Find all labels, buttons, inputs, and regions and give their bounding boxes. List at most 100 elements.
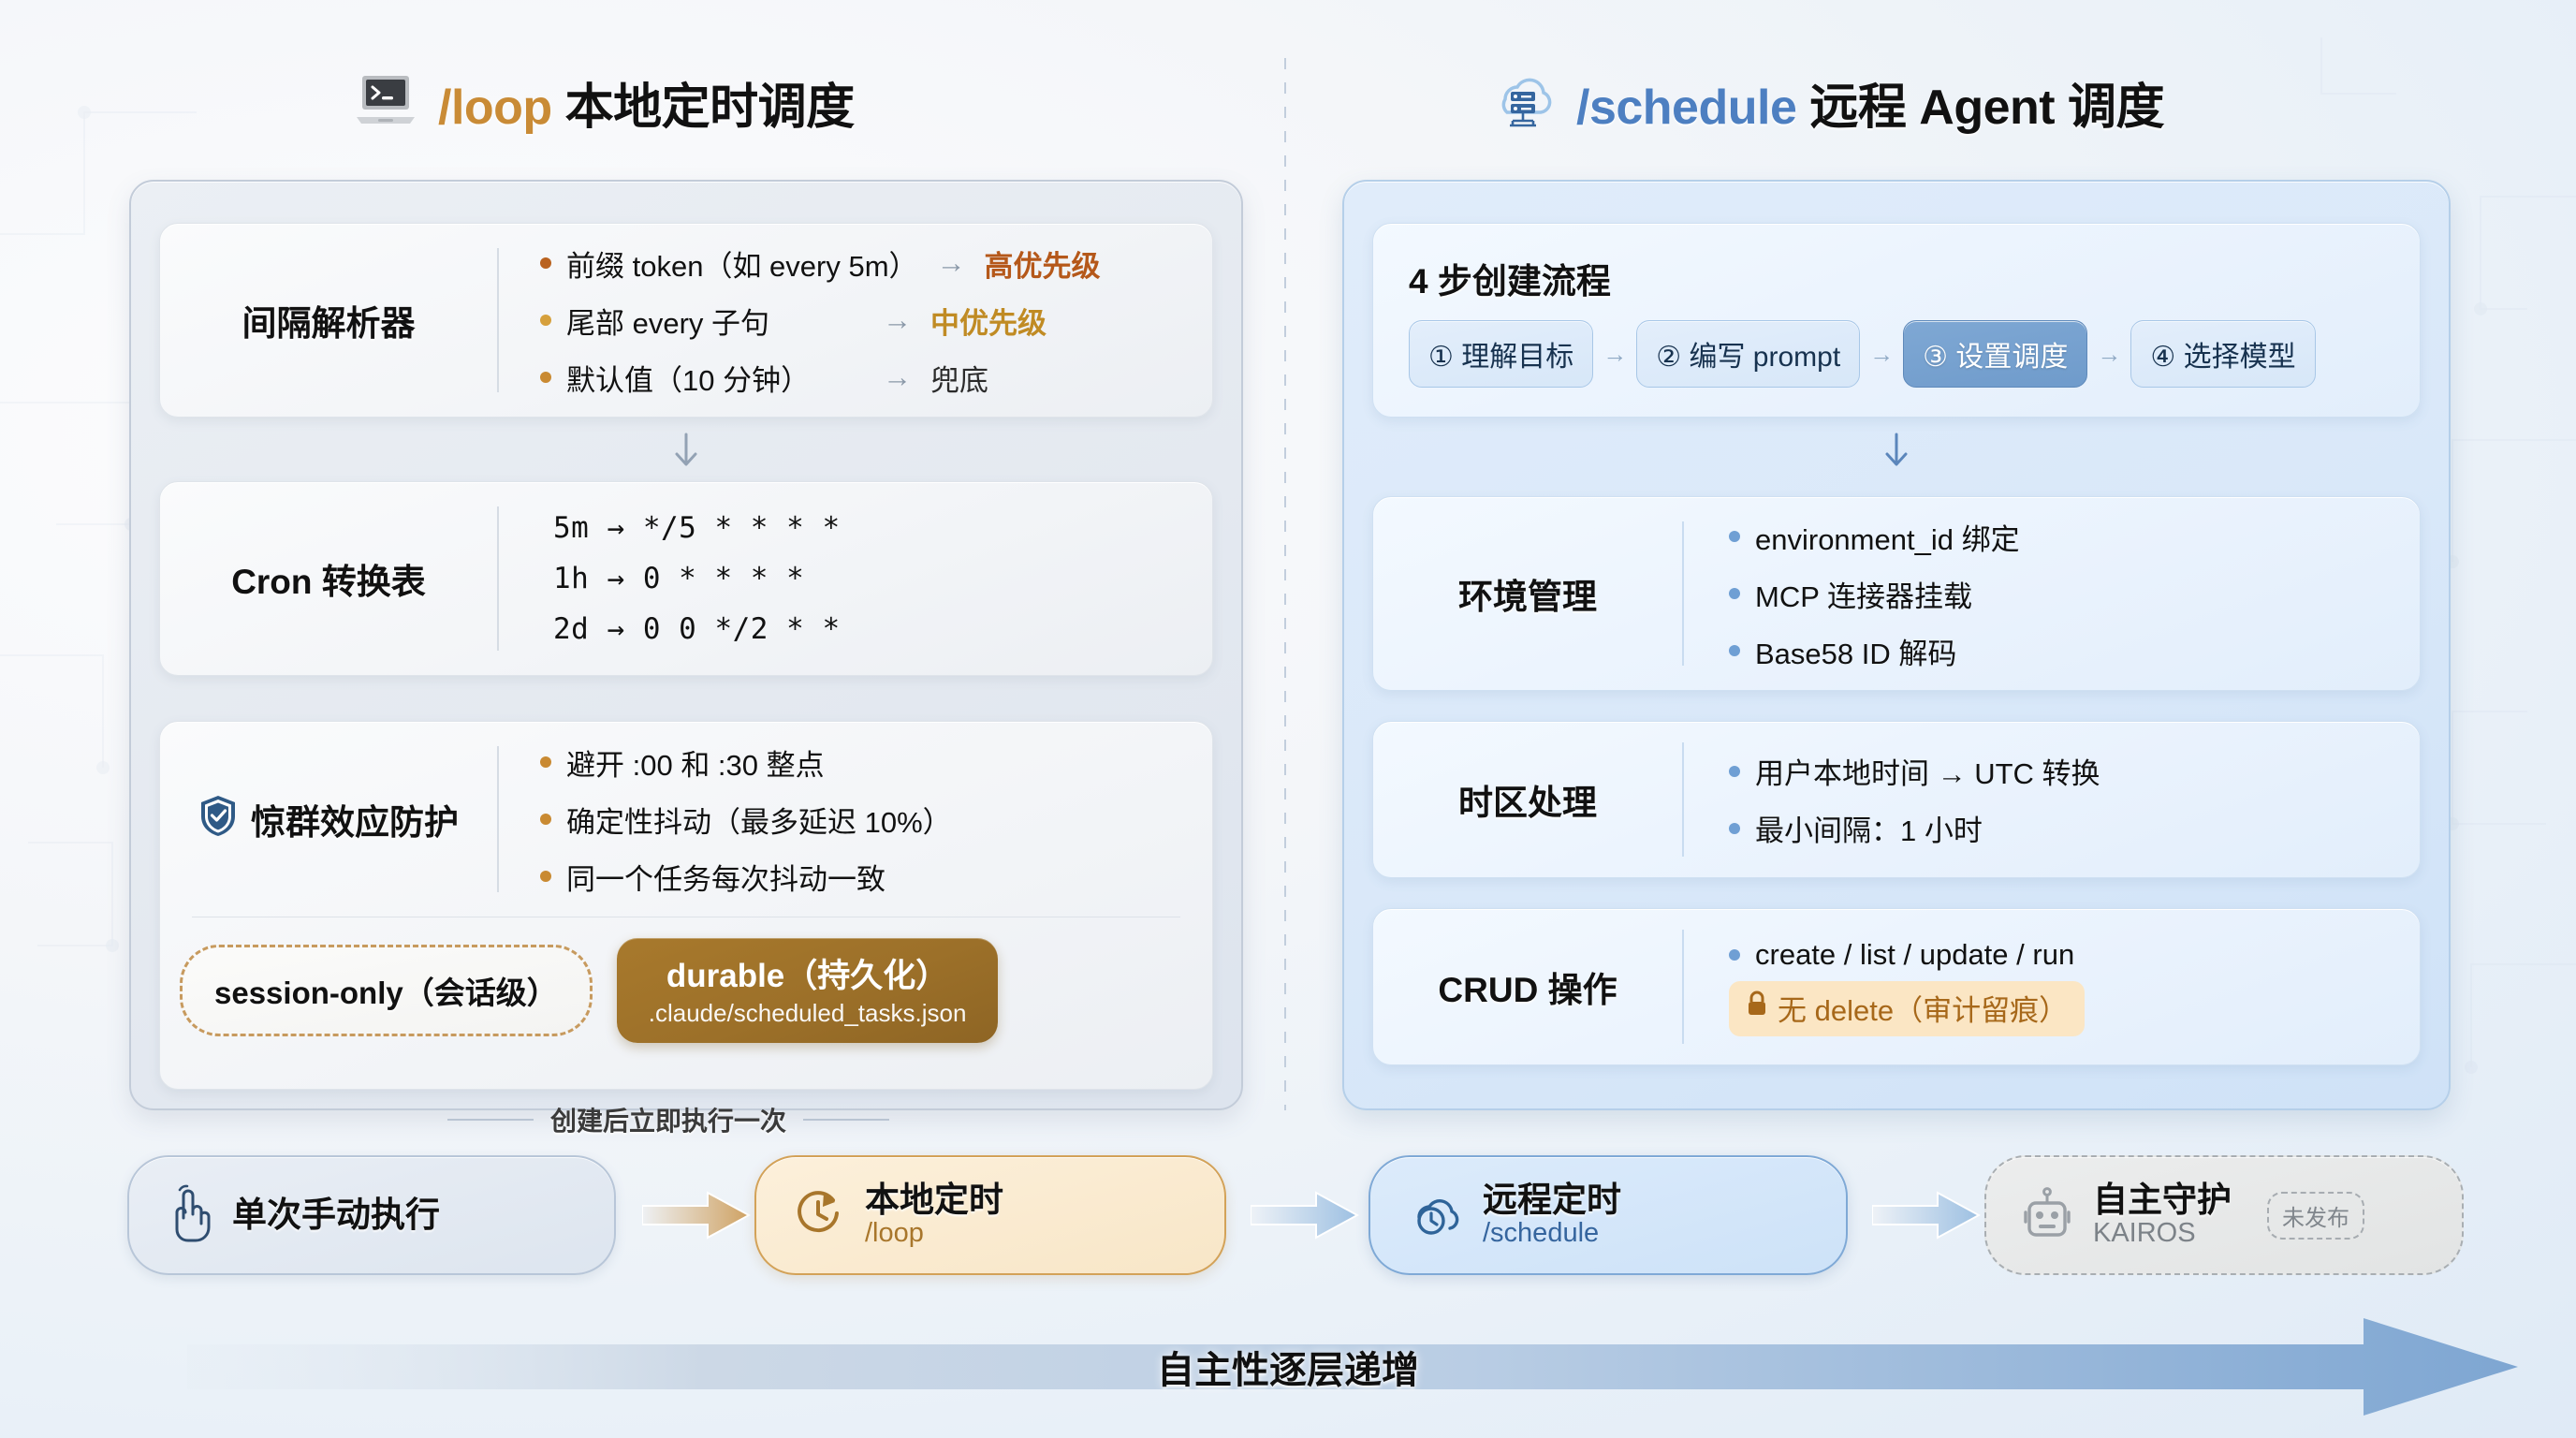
bullet-dot-icon: [540, 257, 551, 269]
list-item: Base58 ID 解码: [1729, 630, 2020, 672]
step-3-set-schedule[interactable]: ③ 设置调度: [1903, 320, 2088, 388]
card-divider: [1682, 521, 1684, 666]
rule-text: 默认值（10 分钟）: [566, 363, 811, 397]
card-divider: [497, 248, 499, 392]
autonomy-progression-label-wrap: 自主性逐层递增: [0, 1314, 2576, 1419]
cron-mapping-row: 5m → */5 * * * *: [553, 511, 841, 545]
no-delete-badge: 无 delete（审计留痕）: [1729, 980, 2086, 1036]
durable-pill-path: .claude/scheduled_tasks.json: [648, 999, 967, 1027]
bullet-dot-icon: [540, 814, 551, 825]
no-delete-text: 无 delete（审计留痕）: [1778, 993, 2069, 1027]
list-item: 默认值（10 分钟） → 兜底: [540, 357, 1101, 399]
list-item: 前缀 token（如 every 5m） → 高优先级: [540, 242, 1101, 285]
pipeline-node-text: 本地定时 /loop: [865, 1181, 1003, 1250]
step-4-select-model[interactable]: ④ 选择模型: [2130, 320, 2316, 388]
right-title-label: 远程 Agent 调度: [1809, 81, 2165, 135]
list-item: 避开 :00 和 :30 整点: [540, 741, 952, 784]
list-item: MCP 连接器挂载: [1729, 573, 2020, 615]
arrow-right-icon: →: [1869, 339, 1895, 368]
left-column-header: /loop 本地定时调度: [354, 67, 855, 138]
timezone-rule: 用户本地时间 → UTC 转换: [1755, 757, 2100, 790]
list-item: 尾部 every 子句 → 中优先级: [540, 300, 1101, 342]
list-item: create / list / update / run: [1729, 938, 2085, 972]
arrow-right-icon: →: [936, 246, 966, 279]
bullet-dot-icon: [540, 871, 551, 882]
flow-card-title: 4 步创建流程: [1409, 262, 1611, 301]
left-command-label: /loop: [438, 81, 552, 135]
cron-mapping-row: 2d → 0 0 */2 * *: [553, 612, 841, 646]
pipeline-node-remote-schedule[interactable]: 远程定时 /schedule: [1368, 1155, 1848, 1275]
clock-refresh-icon: [792, 1187, 844, 1244]
card-divider: [497, 746, 499, 892]
node-title: 自主守护: [2093, 1180, 2232, 1219]
step-list: ① 理解目标 → ② 编写 prompt → ③ 设置调度 → ④ 选择模型: [1409, 320, 2316, 388]
bullet-dot-icon: [1729, 822, 1740, 834]
env-feature: MCP 连接器挂载: [1755, 580, 1972, 613]
pipeline-node-text: 自主守护 KAIROS: [2093, 1181, 2232, 1250]
env-feature: Base58 ID 解码: [1755, 637, 1957, 670]
bullet-dot-icon: [1729, 531, 1740, 542]
card-timezone-title: 时区处理: [1458, 784, 1597, 822]
list-item: 用户本地时间 → UTC 转换: [1729, 750, 2100, 792]
pipeline-arrow-2-icon: [1250, 1191, 1360, 1244]
connector-line-left: [447, 1119, 534, 1121]
node-title: 远程定时: [1483, 1180, 1621, 1219]
card-thundering-herd-title: 惊群效应防护: [198, 794, 459, 845]
protection-rule: 确定性抖动（最多延迟 10%）: [566, 805, 952, 839]
connector-line-right: [803, 1119, 890, 1121]
pipeline-node-manual-run[interactable]: 单次手动执行: [127, 1155, 616, 1275]
list-item: 同一个任务每次抖动一致: [540, 856, 952, 898]
card-divider: [1682, 742, 1684, 857]
node-title: 单次手动执行: [232, 1196, 440, 1235]
rule-text: 前缀 token（如 every 5m）: [566, 249, 918, 283]
priority-label: 高优先级: [984, 249, 1101, 283]
arrow-right-icon: →: [1603, 339, 1628, 368]
pipeline-node-local-schedule[interactable]: 本地定时 /loop: [754, 1155, 1226, 1275]
pipeline-node-text: 远程定时 /schedule: [1483, 1181, 1621, 1250]
step-1-understand-goal[interactable]: ① 理解目标: [1409, 320, 1594, 388]
session-only-pill[interactable]: session-only（会话级）: [180, 945, 593, 1036]
card-interval-parser-title: 间隔解析器: [242, 304, 416, 343]
pipeline-node-text: 单次手动执行: [232, 1196, 440, 1233]
pipeline-arrow-1-icon: [641, 1191, 752, 1244]
protection-rule: 避开 :00 和 :30 整点: [566, 748, 825, 782]
durable-pill[interactable]: durable（持久化） .claude/scheduled_tasks.jso…: [616, 938, 999, 1043]
card-environment-management: 环境管理 environment_id 绑定 MCP 连接器挂载 Base58 …: [1372, 496, 2421, 691]
list-item: 确定性抖动（最多延迟 10%）: [540, 799, 952, 841]
right-command-label: /schedule: [1576, 81, 1797, 135]
card-divider: [497, 506, 499, 651]
node-subtitle: /schedule: [1483, 1217, 1600, 1248]
lock-icon: [1746, 990, 1768, 1024]
card-title-text: 惊群效应防护: [251, 803, 459, 842]
timezone-rule: 最小间隔：1 小时: [1755, 814, 1983, 847]
bullet-dot-icon: [540, 315, 551, 326]
node-title: 本地定时: [865, 1180, 1003, 1219]
pipeline-arrow-3-icon: [1871, 1191, 1982, 1244]
autonomy-progression-label: 自主性逐层递增: [1157, 1350, 1419, 1391]
arrow-right-icon: →: [883, 360, 912, 393]
bullet-dot-icon: [1729, 948, 1740, 961]
card-divider: [1682, 930, 1684, 1044]
card-four-step-flow: 4 步创建流程 ① 理解目标 → ② 编写 prompt → ③ 设置调度 → …: [1372, 223, 2421, 418]
shield-check-icon: [198, 794, 238, 845]
column-divider: [1284, 58, 1286, 1110]
cron-mapping-row: 1h → 0 * * * *: [553, 562, 805, 595]
flow-down-arrow-icon: [1882, 433, 1910, 474]
cloud-clock-icon: [1406, 1187, 1462, 1244]
step-2-write-prompt[interactable]: ② 编写 prompt: [1636, 320, 1861, 388]
bullet-dot-icon: [540, 756, 551, 768]
cloud-server-icon: [1488, 71, 1556, 134]
connector-label-text: 创建后立即执行一次: [550, 1107, 787, 1136]
card-cron-table-title: Cron 转换表: [231, 563, 426, 601]
bullet-dot-icon: [1729, 765, 1740, 777]
priority-label: 兜底: [930, 363, 988, 397]
card-interval-parser: 间隔解析器 前缀 token（如 every 5m） → 高优先级 尾部 eve…: [159, 223, 1213, 418]
flow-down-arrow-icon: [672, 433, 700, 474]
persistence-mode-row: session-only（会话级） durable（持久化） .claude/s…: [180, 938, 999, 1043]
node-subtitle: KAIROS: [2093, 1217, 2196, 1248]
pipeline-node-autonomous-guard[interactable]: 自主守护 KAIROS 未发布: [1984, 1155, 2464, 1275]
right-column-header: /schedule 远程 Agent 调度: [1488, 67, 2165, 138]
durable-pill-title: durable（持久化）: [666, 958, 949, 994]
arrow-right-icon: →: [883, 303, 912, 336]
bullet-dot-icon: [540, 372, 551, 383]
